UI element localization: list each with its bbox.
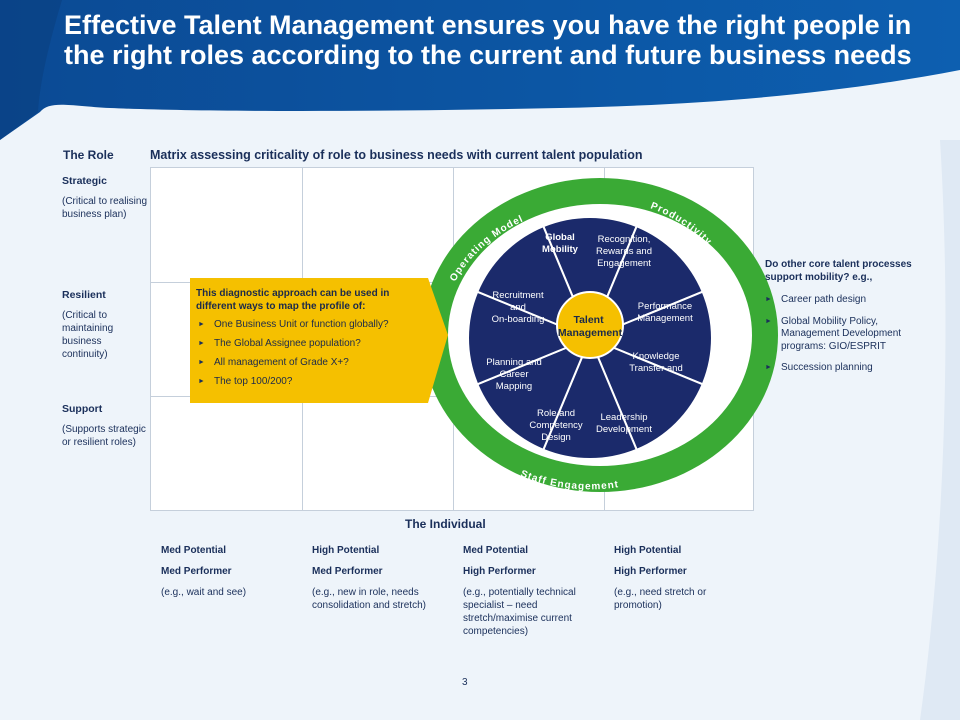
- example-text: (e.g., wait and see): [161, 587, 247, 598]
- segment-planning-career-mapping: [467, 290, 593, 386]
- segment-performance-management: [587, 290, 713, 386]
- callout-item: The top 100/200?: [196, 375, 432, 388]
- role-strategic-name: Strategic: [62, 175, 107, 187]
- wheel-center-label: Talent Management: [558, 314, 623, 339]
- performer-label: Med Performer: [161, 566, 232, 577]
- callout-intro: This diagnostic approach can be used in …: [196, 288, 390, 312]
- role-resilient-name: Resilient: [62, 289, 106, 301]
- segment-global-mobility: [541, 216, 639, 341]
- role-support-name: Support: [62, 403, 103, 415]
- callout-item: The Global Assignee population?: [196, 337, 432, 350]
- support-item: Succession planning: [765, 362, 915, 375]
- performer-label: High Performer: [463, 566, 536, 577]
- example-text: (e.g., new in role, needs consolidation …: [312, 587, 426, 611]
- support-item: Career path design: [765, 294, 915, 307]
- slide-title: Effective Talent Management ensures you …: [64, 10, 912, 70]
- diagnostic-callout: This diagnostic approach can be used in …: [196, 287, 432, 394]
- callout-item: One Business Unit or function globally?: [196, 318, 432, 331]
- role-resilient-desc: (Critical to maintaining business contin…: [62, 310, 114, 360]
- individual-column-1: Med Potential Med Performer (e.g., wait …: [161, 544, 301, 599]
- performer-label: Med Performer: [312, 566, 383, 577]
- role-header: The Role: [63, 148, 114, 162]
- segment-role-competency-design: [475, 336, 592, 452]
- support-item: Global Mobility Policy, Management Devel…: [765, 316, 915, 354]
- support-question: Do other core talent processes support m…: [765, 259, 912, 283]
- example-text: (e.g., need stretch or promotion): [614, 587, 707, 611]
- role-support-desc: (Supports strategic or resilient roles): [62, 424, 146, 448]
- performer-label: High Performer: [614, 566, 687, 577]
- potential-label: High Potential: [312, 545, 380, 556]
- support-processes-block: Do other core talent processes support m…: [765, 259, 915, 384]
- page-number: 3: [462, 677, 468, 688]
- wheel-center-circle: [556, 291, 624, 359]
- wheel-segments: [467, 216, 713, 460]
- potential-label: Med Potential: [161, 545, 227, 556]
- callout-item: All management of Grade X+?: [196, 356, 432, 369]
- individual-column-3: Med Potential High Performer (e.g., pote…: [463, 544, 603, 638]
- segment-knowledge-transfer: [588, 336, 705, 452]
- example-text: (e.g., potentially technical specialist …: [463, 587, 576, 637]
- matrix-header: Matrix assessing criticality of role to …: [150, 148, 643, 162]
- segment-leadership-development: [541, 335, 639, 460]
- individual-column-2: High Potential Med Performer (e.g., new …: [312, 544, 452, 612]
- potential-label: High Potential: [614, 545, 682, 556]
- individual-header: The Individual: [405, 517, 486, 531]
- individual-column-4: High Potential High Performer (e.g., nee…: [614, 544, 754, 612]
- role-strategic-desc: (Critical to realising business plan): [62, 196, 148, 220]
- potential-label: Med Potential: [463, 545, 529, 556]
